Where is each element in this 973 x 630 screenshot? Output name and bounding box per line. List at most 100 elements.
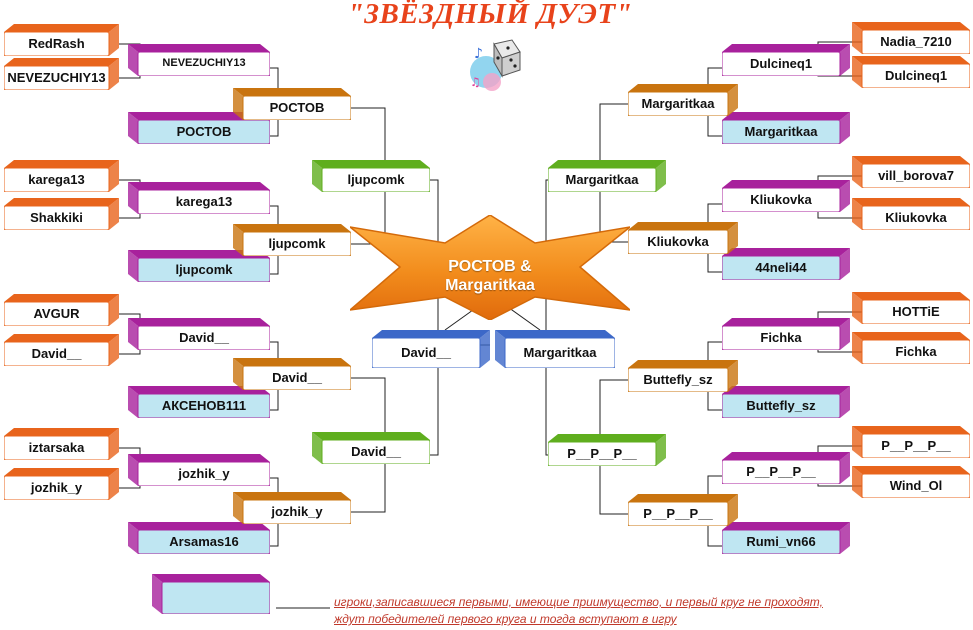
left-r1-player-3-shape [4, 160, 119, 192]
left-r3-player-4-label: jozhik_y [271, 503, 323, 519]
left-r2-player-3-label: karega13 [175, 193, 233, 209]
left-r4-player-1-label: ljupcomk [347, 171, 405, 187]
right-r2-player-1-shape [722, 44, 850, 76]
left-r2-player-2-shape [128, 112, 270, 144]
right-r3-player-4-label: P__P__P__ [643, 505, 713, 521]
left-r1-player-3-label: karega13 [28, 171, 85, 187]
left-r1-player-1-label: RedRash [28, 35, 85, 51]
svg-text:♪: ♪ [474, 46, 483, 62]
right-r2-player-8: Rumi_vn66 [722, 522, 850, 554]
right-finalist: Margaritkaa [495, 330, 615, 368]
legend-line-1: игроки,записавшиеся первыми, имеющие при… [334, 595, 823, 609]
left-r1-player-1: RedRash [4, 24, 119, 56]
right-r2-player-5-shape [722, 318, 850, 350]
left-r2-player-5-shape [128, 318, 270, 350]
right-finalist-shape [495, 330, 615, 368]
right-r2-player-6-label: Buttefly_sz [746, 397, 816, 413]
right-r3-player-4: P__P__P__ [628, 494, 738, 526]
left-r1-player-8-label: jozhik_y [30, 479, 83, 495]
champion-line-2: Margaritkaa [445, 277, 535, 294]
right-r2-player-4-label: 44neli44 [755, 259, 807, 275]
right-r1-player-4-label: Kliukovka [885, 209, 947, 225]
left-r2-player-6-label: АКСЕНОВ111 [161, 397, 247, 413]
right-r3-player-2-shape [628, 222, 738, 254]
left-r1-player-7-shape [4, 428, 119, 460]
right-r4-player-2: P__P__P__ [548, 434, 666, 466]
left-r2-player-2-label: РОСТОВ [176, 123, 232, 139]
left-r2-player-7-shape [128, 454, 270, 486]
right-r1-player-1-label: Nadia_7210 [880, 33, 952, 49]
legend-line-2: ждут победителей первого круга и тогда в… [334, 612, 677, 626]
right-r3-player-1: Margaritkaa [628, 84, 738, 116]
left-r1-player-4-shape [4, 198, 119, 230]
left-r2-player-8-shape [128, 522, 270, 554]
left-r3-player-2-label: ljupcomk [268, 235, 326, 251]
svg-text:♫: ♫ [470, 75, 481, 89]
right-r4-player-1: Margaritkaa [548, 160, 666, 192]
page-title: "ЗВЁЗДНЫЙ ДУЭТ" [347, 0, 633, 30]
left-r2-player-5: David__ [128, 318, 270, 350]
left-r4-player-1: ljupcomk [312, 160, 430, 192]
left-r1-player-5-label: AVGUR [33, 305, 80, 321]
right-r2-player-7-label: P__P__P__ [746, 463, 816, 479]
right-r2-player-7-shape [722, 452, 850, 484]
right-r1-player-3: vill_borova7 [852, 156, 970, 188]
left-r2-player-8-label: Arsamas16 [169, 533, 239, 549]
left-r3-player-4-shape [233, 492, 351, 524]
right-r1-player-5: HOTTiE [852, 292, 970, 324]
left-r1-player-6-shape [4, 334, 119, 366]
right-r3-player-2-label: Kliukovka [647, 233, 709, 249]
right-r2-player-1-label: Dulcineq1 [749, 55, 813, 71]
right-r2-player-3-shape [722, 180, 850, 212]
left-r1-player-7: iztarsaka [4, 428, 119, 460]
right-r1-player-6-shape [852, 332, 970, 364]
left-r1-player-6-label: David__ [31, 345, 82, 361]
right-r3-player-3-shape [628, 360, 738, 392]
left-r2-player-7-label: jozhik_y [178, 465, 230, 481]
right-r1-player-5-label: HOTTiE [892, 303, 940, 319]
right-r1-player-2-label: Dulcineq1 [884, 67, 948, 83]
left-r3-player-2: ljupcomk [233, 224, 351, 256]
legend-sample-plate-shape [152, 574, 270, 614]
right-r1-player-1-shape [852, 22, 970, 54]
left-r3-player-3: David__ [233, 358, 351, 390]
left-r1-player-8-shape [4, 468, 119, 500]
right-r2-player-4: 44neli44 [722, 248, 850, 280]
dice-music-icon: ♪ ♫ [470, 39, 521, 91]
left-r1-player-2-shape [4, 58, 119, 90]
left-r2-player-1-label: NEVEZUCHIY13 [162, 56, 246, 69]
left-r2-player-6: АКСЕНОВ111 [128, 386, 270, 418]
left-r2-player-4-shape [128, 250, 270, 282]
left-r1-player-8: jozhik_y [4, 468, 119, 500]
left-r2-player-4: ljupcomk [128, 250, 270, 282]
legend-note: игроки,записавшиеся первыми, имеющие при… [334, 594, 954, 628]
left-r1-player-4-label: Shakkiki [30, 209, 83, 225]
left-r2-player-6-shape [128, 386, 270, 418]
right-r2-player-5: Fichka [722, 318, 850, 350]
right-r2-player-8-shape [722, 522, 850, 554]
right-r1-player-8: Wind_Ol [852, 466, 970, 498]
right-r3-player-3: Buttefly_sz [628, 360, 738, 392]
right-r1-player-4: Kliukovka [852, 198, 970, 230]
right-r1-player-8-label: Wind_Ol [889, 477, 943, 493]
left-r1-player-2: NEVEZUCHIY13 [4, 58, 119, 90]
left-r3-player-3-shape [233, 358, 351, 390]
left-r1-player-5: AVGUR [4, 294, 119, 326]
left-r1-player-1-shape [4, 24, 119, 56]
left-r2-player-5-label: David__ [179, 329, 229, 345]
right-r2-player-6: Buttefly_sz [722, 386, 850, 418]
left-r4-player-2-shape [312, 432, 430, 464]
right-r2-player-2: Margaritkaa [722, 112, 850, 144]
left-r2-player-2: РОСТОВ [128, 112, 270, 144]
right-r2-player-3: Kliukovka [722, 180, 850, 212]
right-r1-player-1: Nadia_7210 [852, 22, 970, 54]
left-r1-player-6: David__ [4, 334, 119, 366]
left-r3-player-4: jozhik_y [233, 492, 351, 524]
right-r1-player-2-shape [852, 56, 970, 88]
right-r1-player-2: Dulcineq1 [852, 56, 970, 88]
left-finalist: David__ [372, 330, 490, 368]
right-r1-player-7: P__P__P__ [852, 426, 970, 458]
right-r4-player-2-shape [548, 434, 666, 466]
left-r1-player-5-shape [4, 294, 119, 326]
